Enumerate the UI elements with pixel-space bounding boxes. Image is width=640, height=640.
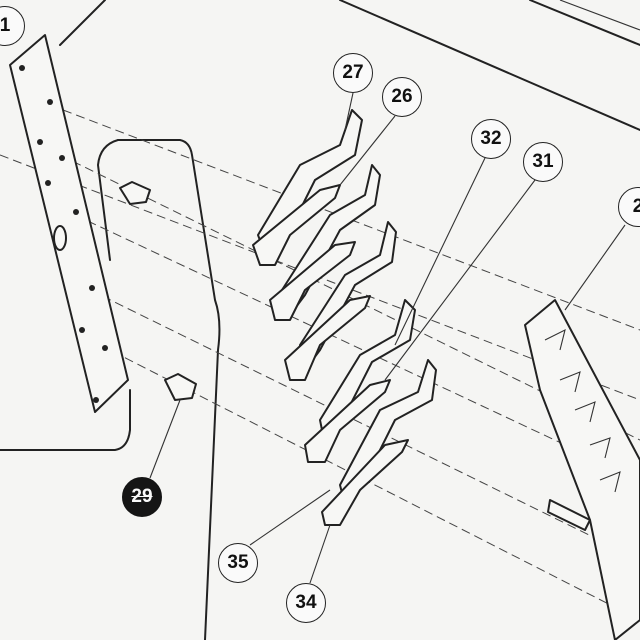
- callout-35: 35: [218, 543, 258, 583]
- side-bracket: [524, 299, 640, 640]
- guard-plate: [97, 139, 119, 261]
- panel-outline: [0, 389, 131, 451]
- mounting-strip: [9, 34, 129, 413]
- callout-27: 27: [333, 53, 373, 93]
- leader-lines: [249, 92, 626, 584]
- callout-26: 26: [382, 77, 422, 117]
- frame-edge: [529, 0, 640, 46]
- strip-holes: [19, 65, 108, 403]
- side-bracket-notches: [544, 328, 621, 493]
- bolt: [164, 373, 197, 401]
- callout-31: 31: [523, 142, 563, 182]
- bracket-set-lower: [304, 299, 437, 526]
- callout-29: 29: [122, 477, 162, 517]
- frame-edge: [559, 0, 640, 31]
- strip-slot: [53, 225, 67, 251]
- guard-plate: [117, 139, 221, 640]
- side-bracket-pin: [547, 499, 591, 531]
- callout-34: 34: [286, 583, 326, 623]
- frame-edge: [339, 0, 640, 131]
- leader-line: [59, 0, 106, 46]
- leader-line: [149, 399, 181, 479]
- bolt: [119, 181, 151, 205]
- callout-32: 32: [471, 119, 511, 159]
- bracket-set-upper: [252, 109, 397, 381]
